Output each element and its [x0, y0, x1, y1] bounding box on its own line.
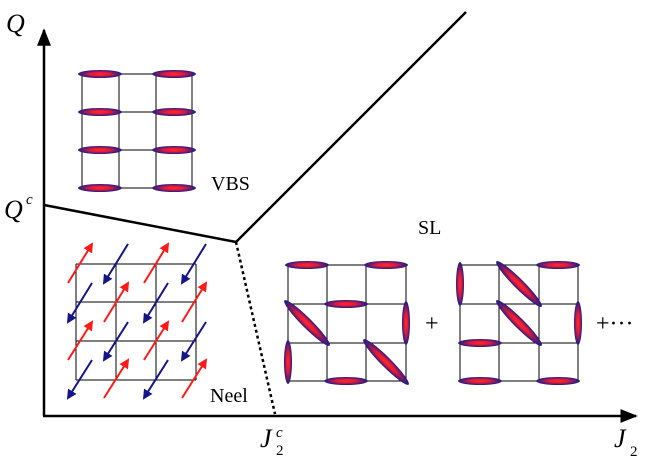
dimer [152, 184, 196, 192]
boundary-vbs-neel [43, 203, 237, 244]
x-critical-label: J c 2 [260, 424, 284, 459]
spin-down-arrow [142, 359, 169, 400]
sl-plus-sign: + [425, 311, 439, 337]
boundary-vbs-sl [235, 11, 467, 243]
dimer [78, 146, 122, 154]
x-critical-symbol: J [260, 424, 273, 453]
spin-up-arrow [67, 242, 94, 284]
phase-label-neel: Neel [210, 385, 248, 407]
spin-down-arrow [66, 359, 93, 400]
sl-bonds-1 [284, 261, 410, 385]
spin-down-arrow [142, 282, 169, 324]
spin-down-arrow [180, 243, 207, 285]
y-axis-label: Q [6, 9, 25, 38]
y-critical-label: Q c [4, 192, 33, 224]
sl-continuation: +··· [596, 311, 634, 337]
dimer [324, 300, 368, 308]
vbs-dimers [78, 70, 196, 192]
phase-boundaries [43, 11, 467, 415]
x-axis-sub: 2 [630, 444, 638, 460]
dimer [496, 300, 542, 346]
dimer [152, 146, 196, 154]
neel-spins [66, 242, 208, 400]
dimer [363, 339, 409, 385]
dimer [496, 261, 542, 307]
spin-up-arrow [143, 242, 170, 284]
dimer [536, 261, 580, 269]
x-critical-sup: c [276, 425, 283, 441]
spin-down-arrow [180, 321, 207, 362]
dimer [78, 184, 122, 192]
axes [37, 28, 638, 423]
dimer [152, 108, 196, 116]
boundary-neel-sl [234, 241, 277, 415]
dimer [536, 377, 580, 385]
spin-up-arrow [103, 358, 130, 399]
y-critical-sup: c [26, 192, 33, 208]
dimer [78, 108, 122, 116]
x-axis-label: J 2 [614, 424, 638, 460]
dimer [285, 261, 329, 269]
spin-down-arrow [66, 282, 93, 324]
phase-label-vbs: VBS [211, 173, 250, 195]
dimer [458, 339, 502, 347]
vbs-lattice [81, 73, 193, 189]
spin-up-arrow [181, 281, 208, 323]
dimer [324, 377, 368, 385]
phase-label-sl: SL [418, 217, 441, 239]
y-critical-symbol: Q [4, 195, 23, 224]
dimer [78, 70, 122, 78]
dimer [152, 70, 196, 78]
spin-up-arrow [181, 358, 208, 399]
dimer [402, 301, 410, 345]
dimer [364, 261, 408, 269]
spin-down-arrow [102, 321, 129, 362]
sl-bonds-2 [456, 261, 582, 385]
dimer [574, 301, 582, 345]
dimer [284, 300, 330, 346]
spin-up-arrow [67, 320, 94, 361]
spin-up-arrow [143, 320, 170, 361]
x-critical-sub: 2 [276, 443, 284, 459]
dimer [284, 340, 292, 384]
x-axis-symbol: J [614, 424, 627, 453]
dimer [456, 262, 464, 306]
spin-down-arrow [102, 243, 129, 285]
dimer [458, 377, 502, 385]
spin-up-arrow [103, 281, 130, 323]
neel-lattice [75, 263, 197, 381]
